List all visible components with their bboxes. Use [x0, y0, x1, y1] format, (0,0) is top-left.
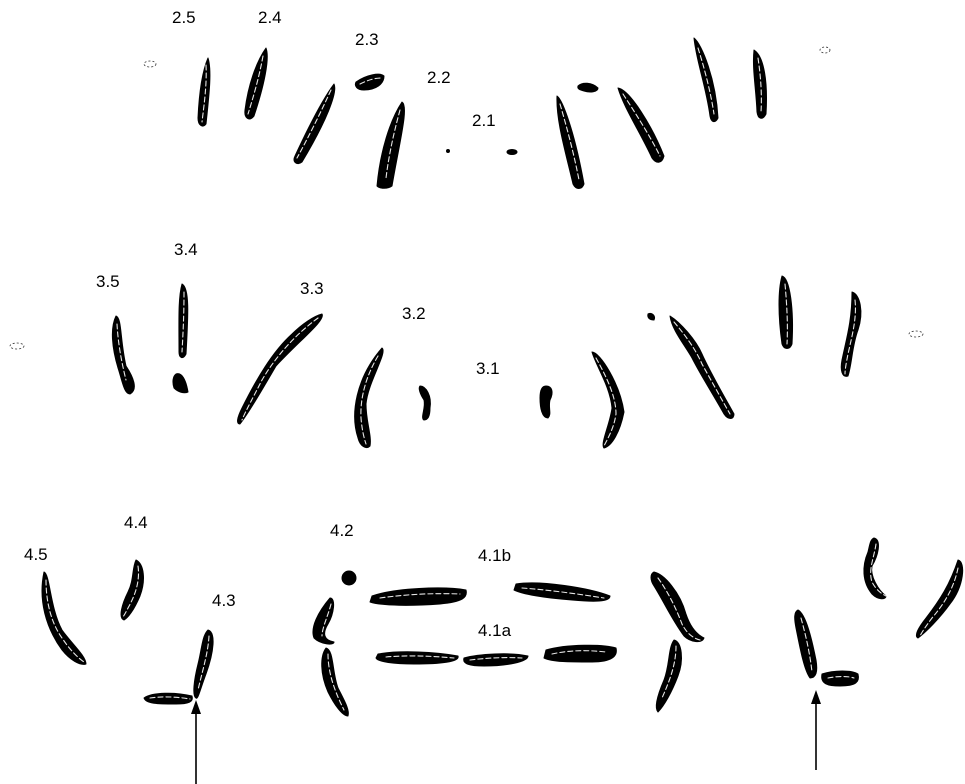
segment-2-5-right: [752, 49, 767, 119]
segment-2-5-left: [197, 57, 211, 127]
speck-3-left: [9, 342, 25, 350]
segment-2-4-left: [244, 47, 268, 120]
segment-2-1-blob: [506, 149, 518, 155]
segment-3-3-left: [237, 313, 323, 425]
segment-2-4-right: [693, 37, 719, 123]
label-4-2: 4.2: [330, 521, 354, 540]
segment-3-1-right: [539, 385, 553, 419]
segment-3-3-right: [669, 315, 735, 419]
label-2-4: 2.4: [258, 8, 282, 27]
segment-4-3-left-vertical: [193, 629, 214, 699]
segment-3-2-left: [354, 347, 384, 449]
speck-2-left: [143, 60, 157, 68]
label-3-5: 3.5: [96, 272, 120, 291]
segment-3-4-left-tip: [172, 373, 189, 394]
label-2-3: 2.3: [355, 30, 379, 49]
segment-4-4-right: [863, 537, 887, 600]
segment-3-2-right: [591, 351, 625, 449]
segment-4-5-right: [915, 559, 964, 639]
segment-4-1a-left: [375, 651, 459, 665]
segment-2-3-right: [617, 87, 665, 163]
segment-3-5-right: [840, 291, 862, 377]
row-4: 4.5 4.4 4.3 4.2 4.1b 4.1a: [24, 513, 964, 784]
segment-4-3-right-vertical: [794, 609, 818, 679]
segment-4-4-left: [120, 559, 144, 621]
segment-4-5-left: [41, 571, 87, 665]
label-3-3: 3.3: [300, 279, 324, 298]
segment-3-3-right-tip: [647, 313, 655, 321]
segment-4-1a-right: [543, 644, 617, 663]
speck-2-right: [819, 46, 831, 54]
label-2-5: 2.5: [172, 8, 196, 27]
segment-2-3-blob: [354, 73, 385, 91]
label-4-1b: 4.1b: [478, 546, 511, 565]
segment-4-2-left-lower: [321, 647, 349, 717]
label-3-1: 3.1: [476, 359, 500, 378]
segment-4-2-right-upper: [650, 571, 705, 643]
arrow-right: [811, 690, 821, 770]
segment-3-4-right: [778, 275, 793, 349]
label-2-2: 2.2: [427, 68, 451, 87]
segment-3-5-left: [111, 315, 135, 395]
segment-2-3-right-blob: [577, 82, 599, 93]
segment-3-1-left: [418, 385, 431, 421]
arrow-left: [191, 700, 201, 784]
segment-4-3-left-horizontal: [143, 692, 193, 705]
label-3-4: 3.4: [174, 240, 198, 259]
segment-4-1a-middle: [463, 653, 529, 667]
segment-4-2-right-lower: [655, 639, 682, 713]
row-3: 3.5 3.4 3.3 3.2 3.1: [9, 240, 924, 449]
speck-3-right: [908, 330, 924, 338]
label-4-4: 4.4: [124, 513, 148, 532]
segment-4-1b-left: [369, 587, 467, 606]
segment-4-2-blob: [341, 570, 357, 586]
label-4-3: 4.3: [212, 591, 236, 610]
segment-4-2-left-upper: [312, 597, 335, 645]
dot-2-1-left: [446, 149, 450, 153]
segment-4-3-right-horizontal: [821, 670, 859, 687]
segment-2-2-left: [376, 101, 405, 189]
label-3-2: 3.2: [402, 304, 426, 323]
row-2: 2.5 2.4 2.3 2.2 2.1: [143, 8, 831, 189]
label-4-5: 4.5: [24, 545, 48, 564]
label-2-1: 2.1: [472, 111, 496, 130]
label-4-1a: 4.1a: [478, 621, 512, 640]
